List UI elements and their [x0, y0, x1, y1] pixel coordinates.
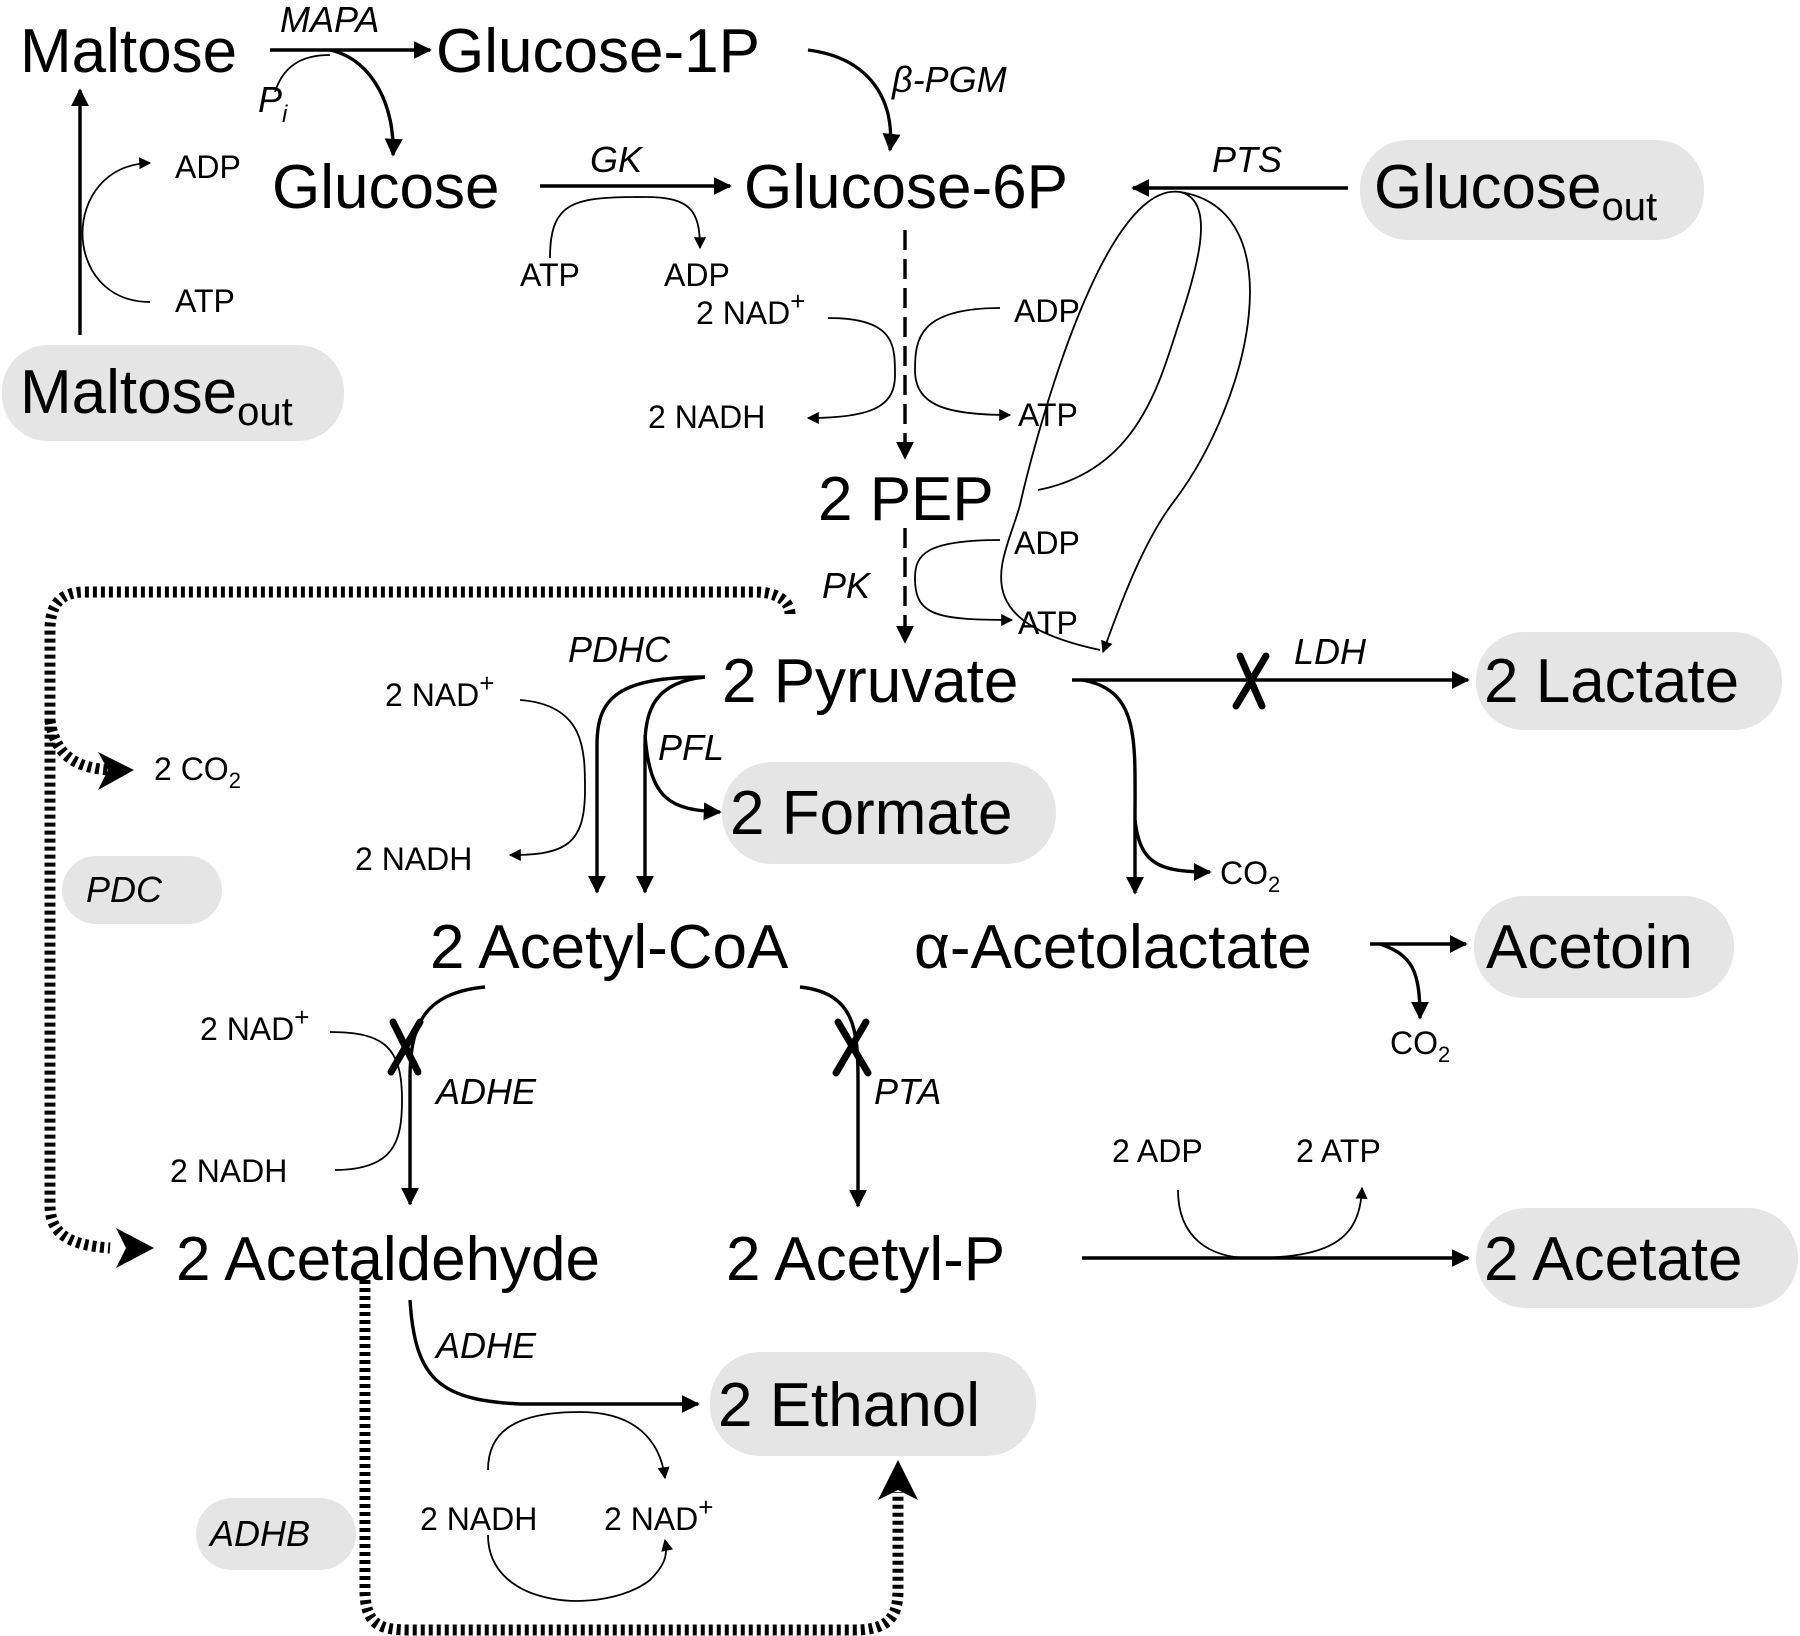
ethanol-nadh-nad-bottom	[487, 1534, 673, 1602]
pdc-bypass-line	[44, 586, 796, 1254]
adhb-box	[196, 1498, 356, 1570]
gk-adp-label: ADP	[664, 257, 730, 293]
pts-pep-loop	[1000, 191, 1202, 651]
pdhc-arrow	[588, 675, 706, 894]
ethanol-box	[710, 1352, 1036, 1456]
pdc-co2-arrowhead	[98, 752, 134, 790]
pdc-co2-branch	[44, 719, 111, 776]
glucose-label: Glucose	[272, 153, 499, 222]
pk-adp-label: ADP	[1014, 525, 1080, 561]
als-co2-label: CO2	[1220, 855, 1280, 897]
pk-adp-atp-curve	[914, 539, 1014, 626]
adhe-nad-label: 2 NAD+	[200, 1002, 309, 1047]
maltose-out-label: Maltoseout	[20, 358, 293, 434]
pk-enzyme-label: PK	[822, 565, 872, 606]
pta-arrow	[799, 985, 867, 1208]
pfl-formate-branch	[643, 734, 722, 821]
maltose-atp-adp-curve	[81, 157, 152, 303]
ethanol-nadh-label: 2 NADH	[420, 1501, 537, 1537]
lactate-label: 2 Lactate	[1484, 647, 1739, 716]
adhe-blocked-x	[387, 1018, 424, 1076]
maltose-out-box	[2, 345, 344, 441]
pta-blocked-x	[832, 1018, 872, 1077]
adhe-enzyme-label-1: ADHE	[434, 1071, 537, 1112]
acetoin-label: Acetoin	[1486, 913, 1693, 982]
acetoin-co2-label: CO2	[1390, 1025, 1450, 1067]
glycolysis-adp-atp-curve	[914, 307, 1012, 421]
formate-label: 2 Formate	[730, 779, 1013, 848]
ldh-enzyme-label: LDH	[1294, 631, 1367, 672]
gk-enzyme-label: GK	[590, 139, 644, 180]
b-pgm-enzyme-label: β-PGM	[891, 59, 1007, 100]
lactate-box	[1476, 632, 1782, 730]
ldh-blocked-x	[1232, 652, 1270, 710]
adhb-ethanol-arrowhead	[878, 1460, 918, 1500]
mapa-pi-curve	[274, 54, 331, 93]
adhe-ethanol-arrow	[408, 1299, 700, 1413]
gk-atp-adp-curve	[549, 196, 706, 259]
bpgm-arrow	[807, 48, 901, 152]
pts-enzyme-label: PTS	[1212, 139, 1282, 180]
maltose-adp-label: ADP	[175, 149, 241, 185]
pts-pyruvate-arrow	[1101, 191, 1251, 654]
adhe-nadh-nad-curve	[329, 1031, 403, 1171]
mapa-glucose-branch	[329, 48, 403, 157]
adhb-enzyme-label: ADHB	[208, 1513, 310, 1554]
formate-box	[722, 762, 1056, 864]
adhe-nadh-label: 2 NADH	[170, 1153, 287, 1189]
ack-adp-label: 2 ADP	[1112, 1133, 1203, 1169]
acetoin-co2-branch	[1379, 942, 1429, 1020]
glucose-out-label: Glucoseout	[1374, 153, 1657, 229]
ethanol-nadh-nad-top	[487, 1411, 670, 1480]
pdc-enzyme-label: PDC	[86, 869, 163, 910]
pi-label: Pi	[258, 79, 288, 128]
acetate-label: 2 Acetate	[1484, 1225, 1743, 1294]
acetyl-p-label: 2 Acetyl-P	[726, 1225, 1005, 1294]
glycolysis-nad-label: 2 NAD+	[696, 286, 805, 331]
maltose-atp-label: ATP	[175, 283, 235, 319]
gk-atp-label: ATP	[520, 257, 580, 293]
pfl-arrow	[636, 675, 706, 894]
pyruvate-label: 2 Pyruvate	[722, 647, 1018, 716]
glucose-1p-label: Glucose-1P	[436, 17, 760, 86]
pep-label: 2 PEP	[818, 465, 994, 534]
mapa-enzyme-label: MAPA	[280, 0, 379, 40]
pta-enzyme-label: PTA	[874, 1071, 941, 1112]
acetate-box	[1476, 1208, 1798, 1308]
acetyl-coa-label: 2 Acetyl-CoA	[430, 913, 789, 982]
acetolactate-label: α-Acetolactate	[914, 913, 1312, 982]
pfl-enzyme-label: PFL	[658, 727, 724, 768]
acetaldehyde-label: 2 Acetaldehyde	[176, 1225, 600, 1294]
pdc-box	[62, 856, 222, 924]
acetoin-box	[1474, 896, 1734, 998]
maltose-label: Maltose	[20, 17, 237, 86]
pk-atp-label: ATP	[1018, 605, 1078, 641]
adhe-enzyme-label-2: ADHE	[434, 1325, 537, 1366]
pdhc-nadh-label: 2 NADH	[355, 841, 472, 877]
ack-adp-atp-curve	[1177, 1186, 1368, 1259]
pdhc-nad-nadh-curve	[508, 699, 586, 861]
adhb-bypass-line	[359, 1280, 904, 1636]
ethanol-nad-label: 2 NAD+	[604, 1492, 713, 1537]
glucose-6p-label: Glucose-6P	[744, 153, 1068, 222]
pdhc-nad-label: 2 NAD+	[385, 668, 494, 713]
glycolysis-adp-label: ADP	[1014, 293, 1080, 329]
ack-atp-label: 2 ATP	[1296, 1133, 1381, 1169]
glycolysis-atp-label: ATP	[1018, 397, 1078, 433]
ethanol-label: 2 Ethanol	[718, 1371, 980, 1440]
glucose-out-box	[1360, 140, 1704, 240]
glycolysis-nadh-label: 2 NADH	[648, 399, 765, 435]
pdc-acetaldehyde-arrowhead	[116, 1228, 154, 1268]
pdc-co2-label: 2 CO2	[154, 751, 241, 793]
pdhc-enzyme-label: PDHC	[568, 629, 671, 670]
als-co2-branch	[1133, 819, 1212, 881]
als-arrow	[1081, 678, 1144, 895]
glycolysis-nad-nadh-curve	[806, 317, 896, 424]
